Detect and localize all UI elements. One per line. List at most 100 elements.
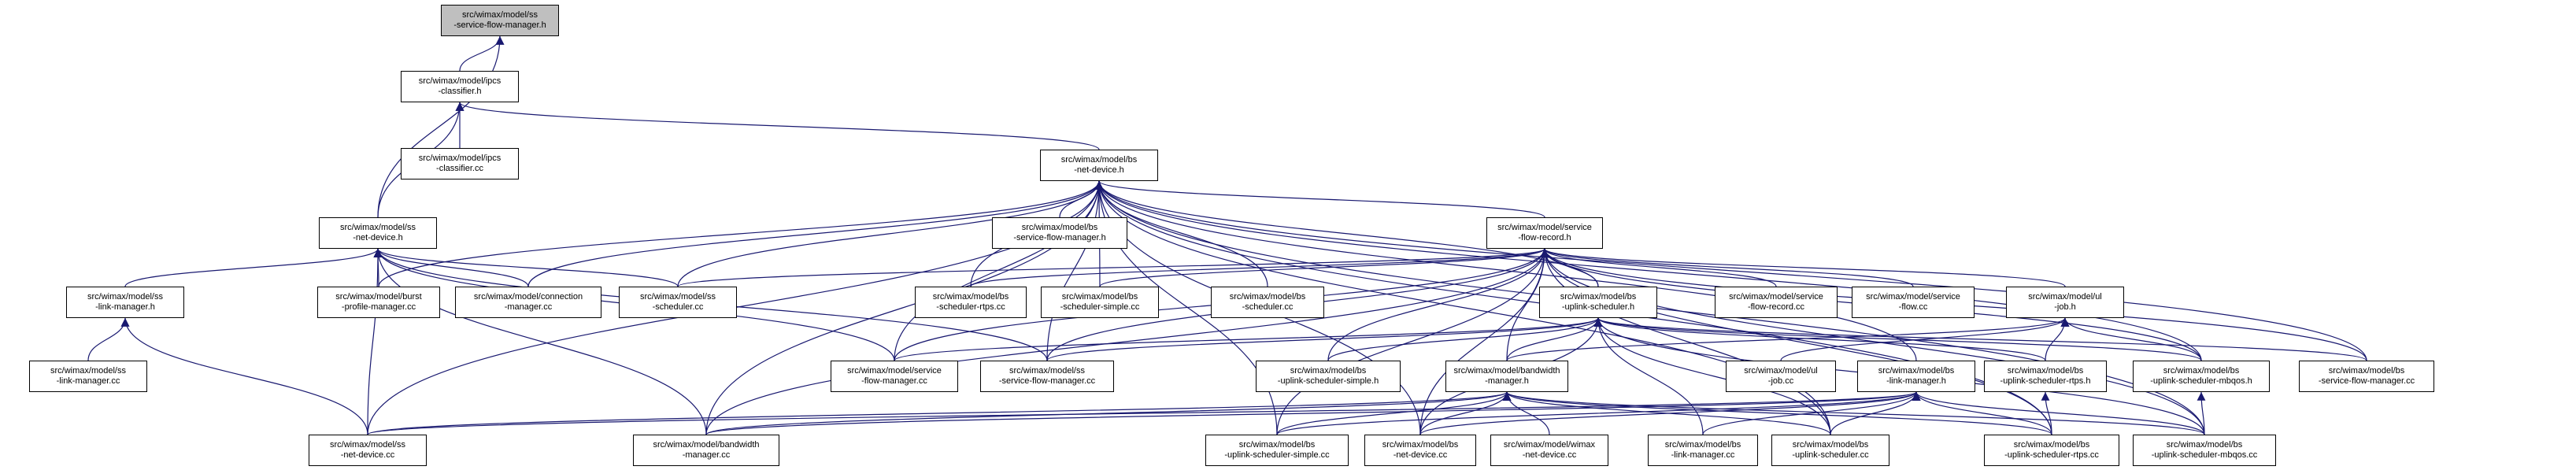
- edge-bs-uss-h-to-sfr-h: [1327, 248, 1549, 361]
- node-label-line: src/wimax/model/ss: [462, 10, 538, 20]
- graph-node-ss-nd-cc[interactable]: src/wimax/model/ss-net-device.cc: [309, 435, 427, 466]
- node-label-line: src/wimax/model/burst: [335, 292, 422, 302]
- node-label-line: -scheduler.cc: [652, 302, 704, 312]
- edge-bs-lm-cc-to-bs-us-h: [1593, 317, 1704, 435]
- graph-node-bs-usr-h[interactable]: src/wimax/model/bs-uplink-scheduler-rtps…: [1984, 361, 2107, 392]
- node-label-line: src/wimax/model/bs: [2007, 366, 2084, 376]
- graph-node-conn-cc[interactable]: src/wimax/model/connection-manager.cc: [455, 287, 601, 318]
- edge-bw-cc-to-sfr-h: [705, 248, 1549, 435]
- node-label-line: src/wimax/model/bs: [2013, 440, 2090, 450]
- node-label-line: -net-device.cc: [1522, 450, 1577, 460]
- node-label-line: -service-flow-manager.cc: [998, 376, 1096, 386]
- graph-node-bs-usr-cc[interactable]: src/wimax/model/bs-uplink-scheduler-rtps…: [1984, 435, 2119, 466]
- edge-bs-sfm-cc-to-bs-nd-h: [1094, 180, 2367, 361]
- node-label-line: -classifier.cc: [436, 164, 483, 173]
- graph-node-bs-sched-rtps-cc[interactable]: src/wimax/model/bs-scheduler-rtps.cc: [915, 287, 1027, 318]
- graph-node-bs-usm-h[interactable]: src/wimax/model/bs-uplink-scheduler-mbqo…: [2133, 361, 2270, 392]
- node-label-line: -profile-manager.cc: [341, 302, 416, 312]
- graph-node-bs-sfm-h[interactable]: src/wimax/model/bs-service-flow-manager.…: [992, 217, 1127, 249]
- edge-ss-sched-cc-to-ss-nd-h: [373, 248, 679, 287]
- edge-bs-sfm-cc-to-bs-us-h: [1593, 317, 2367, 361]
- node-label-line: src/wimax/model/ss: [87, 292, 163, 302]
- edge-bs-lm-cc-to-bs-lm-h: [1702, 391, 1921, 435]
- graph-node-bs-lm-h[interactable]: src/wimax/model/bs-link-manager.h: [1857, 361, 1975, 392]
- edge-ss-lm-cc-to-ss-lm-h: [87, 317, 130, 361]
- node-label-line: src/wimax/model/bandwidth: [653, 440, 760, 450]
- graph-node-bs-uss-cc[interactable]: src/wimax/model/bs-uplink-scheduler-simp…: [1205, 435, 1349, 466]
- node-label-line: -uplink-scheduler-rtps.cc: [2004, 450, 2099, 460]
- node-label-line: src/wimax/model/bs: [1060, 155, 1138, 165]
- node-label-line: -net-device.cc: [340, 450, 395, 460]
- graph-node-sfm-cc[interactable]: src/wimax/model/service-flow-manager.cc: [831, 361, 958, 392]
- graph-node-ss-sfm-cc[interactable]: src/wimax/model/ss-service-flow-manager.…: [980, 361, 1114, 392]
- node-label-line: -uplink-scheduler-mbqos.h: [2150, 376, 2252, 386]
- node-label-line: -classifier.h: [438, 87, 482, 96]
- edge-bs-uss-cc-to-bw-h: [1276, 391, 1512, 435]
- graph-node-ul-job-cc[interactable]: src/wimax/model/ul-job.cc: [1726, 361, 1836, 392]
- graph-node-bs-sched-simple-cc[interactable]: src/wimax/model/bs-scheduler-simple.cc: [1041, 287, 1159, 318]
- graph-node-ss-lm-h[interactable]: src/wimax/model/ss-link-manager.h: [66, 287, 184, 318]
- edge-ss-sfm-cc-to-bs-nd-h: [1046, 180, 1104, 361]
- node-label-line: -uplink-scheduler-simple.cc: [1224, 450, 1330, 460]
- graph-node-bw-cc[interactable]: src/wimax/model/bandwidth-manager.cc: [633, 435, 779, 466]
- graph-node-bs-lm-cc[interactable]: src/wimax/model/bs-link-manager.cc: [1648, 435, 1758, 466]
- node-label-line: src/wimax/model/ul: [2028, 292, 2102, 302]
- node-label-line: src/wimax/model/ipcs: [418, 154, 502, 163]
- node-label-line: -job.h: [2054, 302, 2076, 312]
- graph-node-sfr-cc[interactable]: src/wimax/model/service-flow-record.cc: [1715, 287, 1838, 318]
- graph-node-bw-h[interactable]: src/wimax/model/bandwidth-manager.h: [1445, 361, 1568, 392]
- edge-ss-nd-h-to-ss-sfm-h: [377, 35, 505, 218]
- node-label-line: -manager.h: [1485, 376, 1529, 386]
- graph-node-ipcs-cc[interactable]: src/wimax/model/ipcs-classifier.cc: [401, 148, 519, 179]
- edge-burst-cc-to-bs-nd-h: [378, 180, 1104, 287]
- node-label-line: -manager.cc: [504, 302, 553, 312]
- graph-node-bs-sched-cc[interactable]: src/wimax/model/bs-scheduler.cc: [1211, 287, 1324, 318]
- node-label-line: src/wimax/model/bandwidth: [1453, 366, 1560, 376]
- graph-node-burst-cc[interactable]: src/wimax/model/burst-profile-manager.cc: [317, 287, 440, 318]
- graph-node-bs-sfm-cc[interactable]: src/wimax/model/bs-service-flow-manager.…: [2299, 361, 2434, 392]
- graph-node-ss-lm-cc[interactable]: src/wimax/model/ss-link-manager.cc: [29, 361, 147, 392]
- edge-ss-nd-cc-to-ss-nd-h: [367, 248, 383, 435]
- edge-bs-usm-cc-to-bw-h: [1502, 391, 2205, 435]
- node-label-line: src/wimax/model/ss: [50, 366, 126, 376]
- node-label-line: -uplink-scheduler.cc: [1792, 450, 1869, 460]
- graph-node-bs-us-h[interactable]: src/wimax/model/bs-uplink-scheduler.h: [1539, 287, 1657, 318]
- edge-bs-usr-cc-to-bs-usr-h: [2041, 391, 2052, 435]
- node-label-line: src/wimax/model/ul: [1744, 366, 1818, 376]
- graph-node-ul-job-h[interactable]: src/wimax/model/ul-job.h: [2006, 287, 2124, 318]
- node-label-line: src/wimax/model/bs: [1021, 223, 1098, 232]
- edge-ss-nd-cc-to-bs-lm-h: [367, 391, 1920, 435]
- graph-node-bs-usm-cc[interactable]: src/wimax/model/bs-uplink-scheduler-mbqo…: [2133, 435, 2276, 466]
- edge-bs-nd-h-to-ipcs-h: [455, 102, 1100, 150]
- node-label-line: -scheduler.cc: [1242, 302, 1294, 312]
- edge-ss-sfm-cc-to-bs-us-h: [1046, 317, 1603, 361]
- node-label-line: -service-flow-manager.h: [1013, 233, 1106, 242]
- graph-node-bs-nd-cc[interactable]: src/wimax/model/bs-net-device.cc: [1364, 435, 1476, 466]
- graph-node-sf-cc[interactable]: src/wimax/model/service-flow.cc: [1852, 287, 1975, 318]
- edge-bs-usm-h-to-bs-nd-h: [1094, 180, 2202, 361]
- node-label-line: src/wimax/model/service: [1866, 292, 1960, 302]
- graph-node-ipcs-h[interactable]: src/wimax/model/ipcs-classifier.h: [401, 71, 519, 102]
- node-label-line: -net-device.h: [353, 233, 403, 242]
- edge-ss-sched-cc-to-bs-nd-h: [677, 180, 1104, 287]
- node-label-line: -uplink-scheduler.h: [1561, 302, 1635, 312]
- graph-node-bs-us-cc[interactable]: src/wimax/model/bs-uplink-scheduler.cc: [1771, 435, 1889, 466]
- node-label-line: -service-flow-manager.cc: [2318, 376, 2415, 386]
- edge-bs-usr-cc-to-sfr-h: [1540, 248, 2052, 435]
- node-label-line: src/wimax/model/ss: [340, 223, 416, 232]
- graph-node-ss-nd-h[interactable]: src/wimax/model/ss-net-device.h: [319, 217, 437, 249]
- graph-node-ss-sched-cc[interactable]: src/wimax/model/ss-scheduler.cc: [619, 287, 737, 318]
- edge-bs-us-cc-to-bs-us-h: [1593, 317, 1831, 435]
- edge-bw-cc-to-bs-lm-h: [705, 391, 1920, 435]
- node-label-line: -flow.cc: [1898, 302, 1928, 312]
- edge-ss-sched-cc-to-sfr-h: [677, 248, 1549, 287]
- edge-bs-sched-simple-cc-to-sfr-h: [1099, 248, 1549, 287]
- node-label-line: -scheduler-rtps.cc: [936, 302, 1005, 312]
- graph-node-bs-nd-h[interactable]: src/wimax/model/bs-net-device.h: [1040, 150, 1158, 181]
- graph-node-wimax-nd-cc[interactable]: src/wimax/model/wimax-net-device.cc: [1490, 435, 1608, 466]
- graph-node-sfr-h[interactable]: src/wimax/model/service-flow-record.h: [1486, 217, 1603, 249]
- graph-node-bs-uss-h[interactable]: src/wimax/model/bs-uplink-scheduler-simp…: [1256, 361, 1401, 392]
- node-label-line: -flow-record.h: [1518, 233, 1571, 242]
- edge-bw-cc-to-bw-h: [705, 391, 1511, 435]
